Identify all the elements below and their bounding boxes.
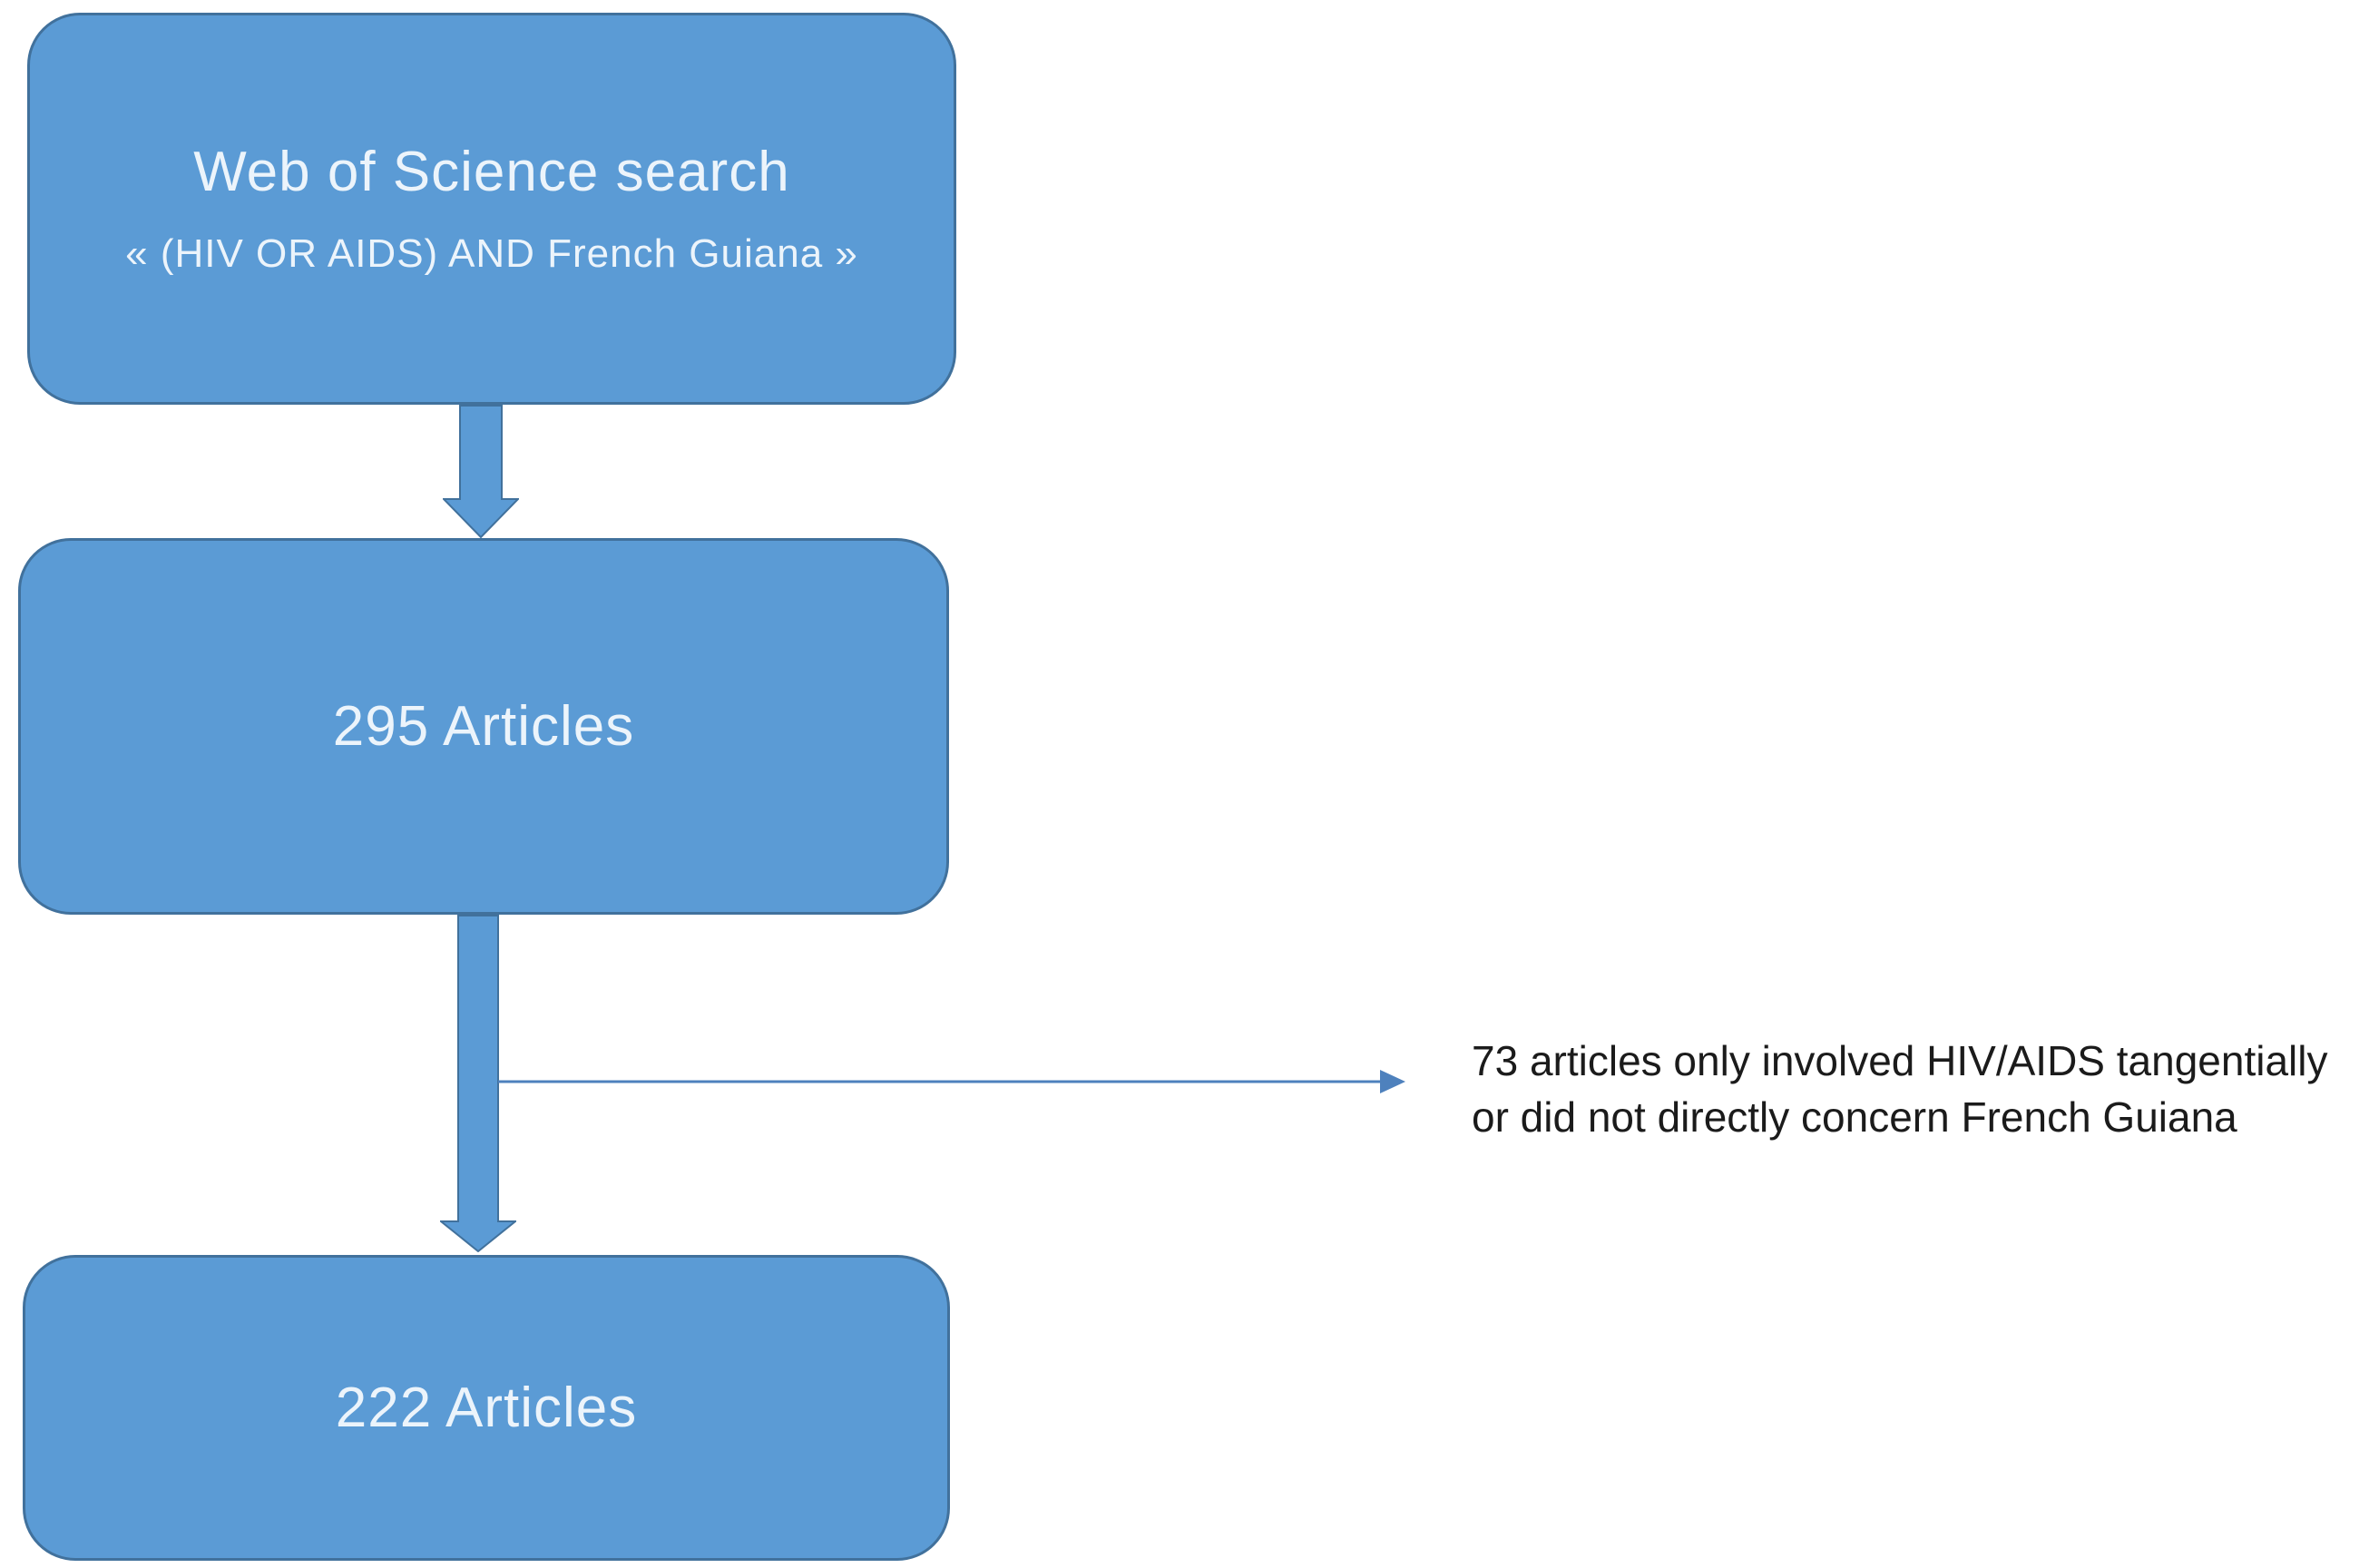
articles-222-label: 222 Articles (335, 1376, 638, 1439)
articles-295-label: 295 Articles (332, 694, 635, 758)
flow-box-222-articles: 222 Articles (23, 1255, 950, 1561)
exclusion-note-line1: 73 articles only involved HIV/AIDS tange… (1472, 1037, 2328, 1084)
down-block-arrow-icon (440, 915, 516, 1252)
exclusion-note-line2: or did not directly concern French Guian… (1472, 1093, 2237, 1141)
flow-box-search: Web of Science search « (HIV OR AIDS) AN… (27, 13, 956, 405)
search-query-text: « (HIV OR AIDS) AND French Guiana » (125, 231, 858, 276)
search-box-title: Web of Science search (193, 141, 790, 203)
flow-box-295-articles: 295 Articles (18, 538, 949, 915)
exclusion-note: 73 articles only involved HIV/AIDS tange… (1472, 1033, 2365, 1145)
down-block-arrow-icon (443, 405, 519, 538)
branch-arrow-icon (498, 1070, 1405, 1093)
